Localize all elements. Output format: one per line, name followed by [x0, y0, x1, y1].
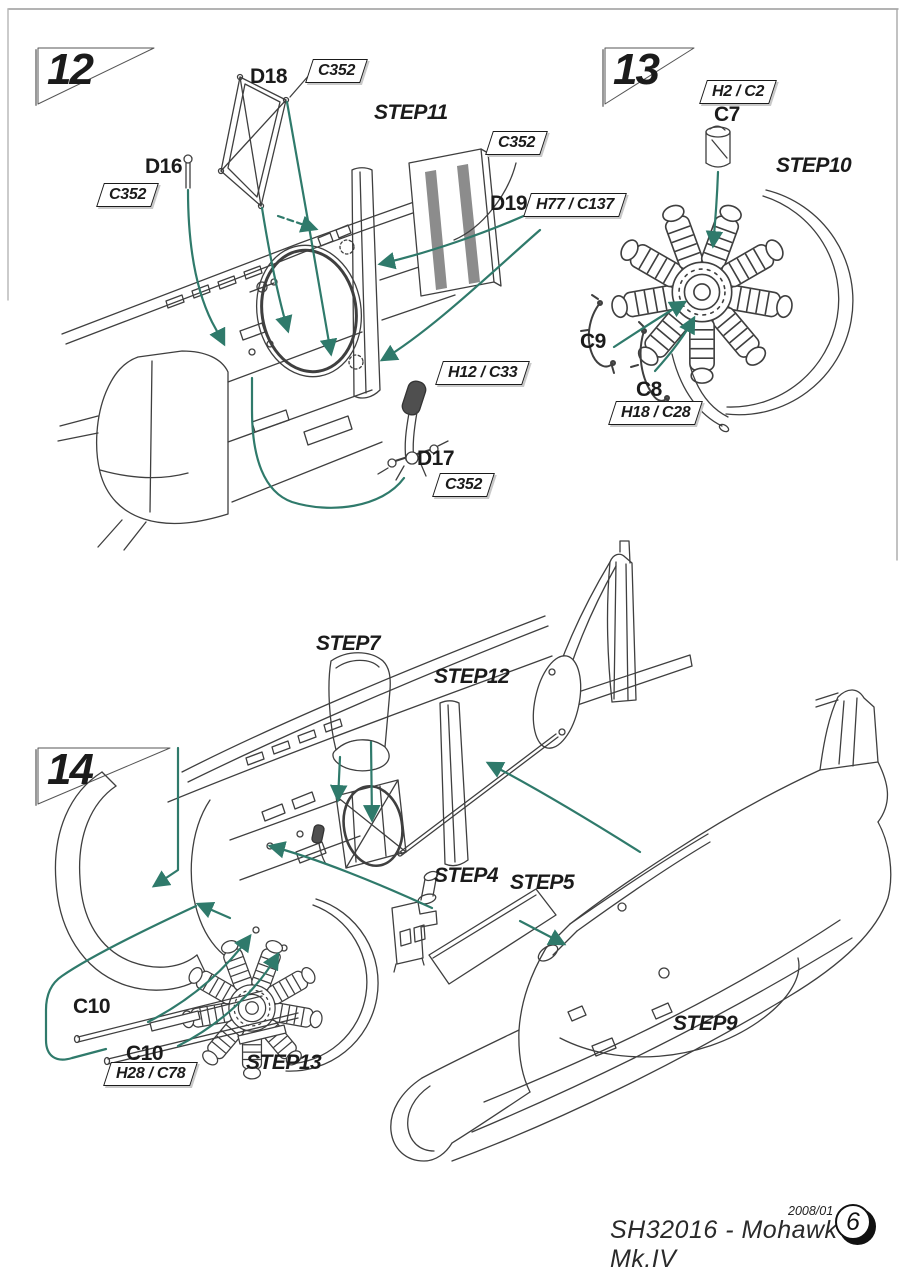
part-label-c10-rear: C10 — [126, 1042, 164, 1065]
d18-frame-part — [217, 73, 290, 210]
panel-number-13: 13 — [613, 45, 660, 94]
part-label-d17: D17 — [417, 447, 455, 470]
step-label-step13: STEP13 — [246, 1051, 322, 1074]
paint-callout-d17-text: C352 — [445, 476, 483, 493]
panel13-engine-art — [610, 189, 854, 433]
kit-title: SH32016 - Mohawk Mk.IV — [610, 1216, 838, 1273]
paint-callout-d18-text: C352 — [318, 62, 356, 79]
step-label-step11: STEP11 — [374, 101, 448, 124]
step13-engine-art — [181, 898, 379, 1079]
step9-rear-fuselage-art — [390, 689, 892, 1162]
panel-number-12: 12 — [47, 45, 94, 94]
step-label-step10: STEP10 — [776, 154, 852, 177]
part-label-d18: D18 — [250, 65, 288, 88]
panel13-assembly-arrows — [612, 170, 724, 373]
page-number-badge: 6 — [835, 1204, 879, 1248]
part-label-c8: C8 — [636, 378, 662, 401]
d16-pin-part — [183, 154, 193, 189]
panel-number-14: 14 — [47, 745, 94, 794]
paint-callout-d16: C352 — [96, 183, 159, 207]
panel12-fuselage-art — [57, 167, 473, 551]
page-scan-border — [7, 8, 899, 561]
paint-callout-d17-grip: H12 / C33 — [435, 361, 531, 385]
paint-callout-d18: C352 — [305, 59, 368, 83]
c9-exhaust-pipe-part — [580, 294, 616, 374]
panel13-flag — [602, 47, 695, 107]
panel12-flag — [35, 47, 155, 106]
paint-callout-c8: H18 / C28 — [608, 401, 704, 425]
step-label-step7: STEP7 — [316, 632, 381, 655]
panel14-assembly-arrows — [44, 740, 642, 1061]
part-label-c10-front: C10 — [73, 995, 111, 1018]
paint-callout-d16-text: C352 — [109, 186, 147, 203]
part-label-d16: D16 — [145, 155, 183, 178]
panel14-flag — [35, 747, 171, 806]
paint-callout-c7: H2 / C2 — [699, 80, 778, 104]
paint-callout-d19-2-text: H77 / C137 — [536, 196, 614, 213]
d19-windscreen-part — [408, 148, 517, 297]
paint-callout-d17-grip-text: H12 / C33 — [448, 364, 518, 381]
step4-mount-part — [391, 870, 439, 973]
step-label-step9: STEP9 — [673, 1012, 738, 1035]
paint-callout-c10: H28 / C78 — [103, 1062, 199, 1086]
step12-wing-spar-art — [397, 540, 693, 857]
part-label-c9: C9 — [580, 330, 606, 353]
c10-gun-barrel-parts — [73, 990, 299, 1066]
c7-carburetor-part — [705, 125, 731, 168]
paint-callout-d19: C352 — [485, 131, 548, 155]
page-number-value: 6 — [835, 1204, 871, 1240]
part-label-d19: D19 — [490, 192, 528, 215]
paint-callout-d19-2: H77 / C137 — [523, 193, 627, 217]
step-label-step12: STEP12 — [434, 665, 510, 688]
panel12-assembly-arrows — [186, 100, 548, 509]
paint-callout-c7-text: H2 / C2 — [712, 83, 765, 100]
paint-callout-d17: C352 — [432, 473, 495, 497]
d17-control-stick-part — [289, 73, 449, 481]
step-label-step5: STEP5 — [510, 871, 575, 894]
paint-callout-d19-text: C352 — [498, 134, 536, 151]
paint-callout-c10-text: H28 / C78 — [116, 1065, 186, 1082]
step7-seat-part — [328, 652, 391, 772]
issue-date: 2008/01 — [788, 1204, 834, 1218]
part-label-c7: C7 — [714, 103, 740, 126]
step-label-step4: STEP4 — [434, 864, 499, 887]
step5-firewall-part — [428, 888, 557, 985]
paint-callout-c8-text: H18 / C28 — [621, 404, 691, 421]
